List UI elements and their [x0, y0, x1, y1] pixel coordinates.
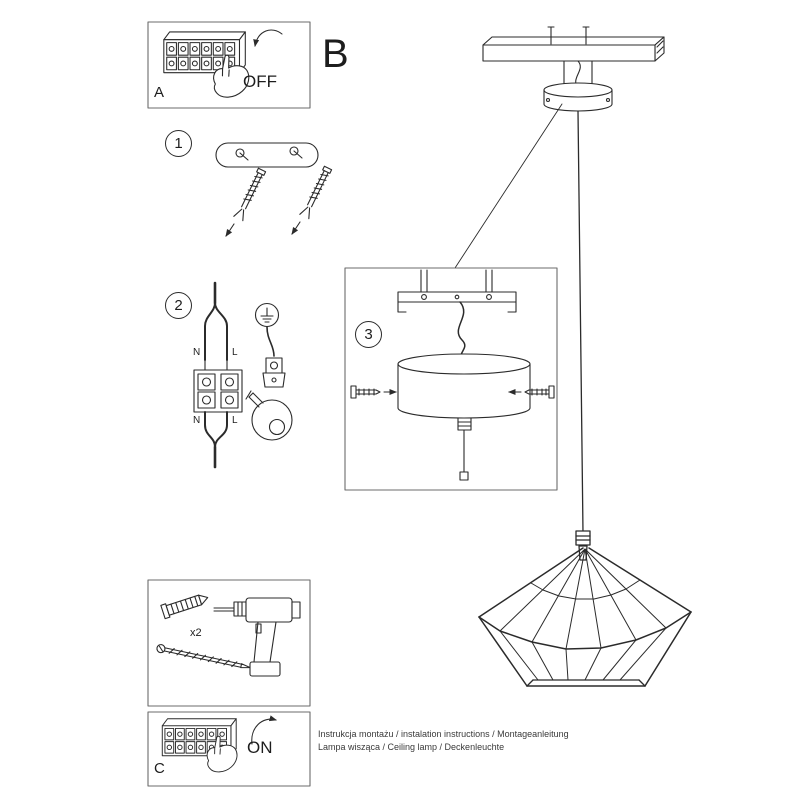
off-label: OFF [243, 72, 277, 91]
cord-grip-icon [575, 530, 591, 546]
flip-on-arrow-icon [251, 715, 277, 745]
ground-wire [266, 326, 275, 357]
footer-caption: Instrukcja montażu / instalation instruc… [318, 728, 569, 754]
wire-label-l-bottom: L [232, 415, 238, 426]
section-b-label: B [322, 32, 349, 76]
terminal-connector-icon [193, 369, 243, 413]
panel-c-label: C [154, 760, 165, 777]
mounting-bracket-icon [215, 142, 319, 168]
ceiling-mount-drawing [454, 26, 665, 534]
wire-label-n-bottom: N [193, 415, 201, 426]
anchor-quantity-label: x2 [190, 627, 202, 639]
flip-off-arrow-icon [253, 29, 283, 47]
detail-box [344, 267, 558, 491]
tools-panel [147, 579, 311, 707]
step1-drawing [215, 142, 334, 237]
anchor-screw-icon [233, 167, 268, 222]
ground-terminal-icon [262, 357, 286, 388]
step-3-badge: 3 [355, 321, 382, 348]
wire-label-l-top: L [232, 347, 238, 358]
wire-label-n-top: N [193, 347, 201, 358]
footer-line-2: Lampa wisząca / Ceiling lamp / Deckenleu… [318, 742, 505, 752]
side-set-screw-icon [350, 385, 397, 399]
cable-clamp-icon [245, 390, 293, 441]
panel-a [147, 21, 311, 109]
footer-line-1: Instrukcja montażu / instalation instruc… [318, 729, 569, 739]
step-2-badge: 2 [165, 292, 192, 319]
lamp-shade-drawing [478, 530, 692, 687]
on-label: ON [247, 738, 273, 757]
anchor-screw-icon [299, 165, 334, 220]
panel-c [147, 711, 311, 787]
mounting-screws-icon [547, 26, 590, 45]
wall-anchor-icon [160, 594, 209, 620]
step2-drawing [193, 281, 293, 469]
side-set-screw-icon [508, 385, 555, 399]
panel-a-label: A [154, 84, 165, 101]
pendant-cord [577, 110, 584, 534]
insert-arrow-icon [225, 223, 235, 237]
ceiling-board [482, 36, 665, 46]
wire-icon [457, 301, 466, 359]
detail-callout-line [454, 103, 563, 269]
canopy-drum-icon [397, 353, 531, 481]
insert-arrow-icon [291, 221, 301, 235]
ceiling-canopy [543, 82, 613, 112]
step3-drawing [344, 267, 558, 491]
drill-icon [213, 597, 301, 677]
ground-symbol-icon [254, 302, 280, 328]
screw-icon [156, 644, 251, 669]
ceiling-bracket-icon [397, 291, 517, 313]
step-1-badge: 1 [165, 130, 192, 157]
